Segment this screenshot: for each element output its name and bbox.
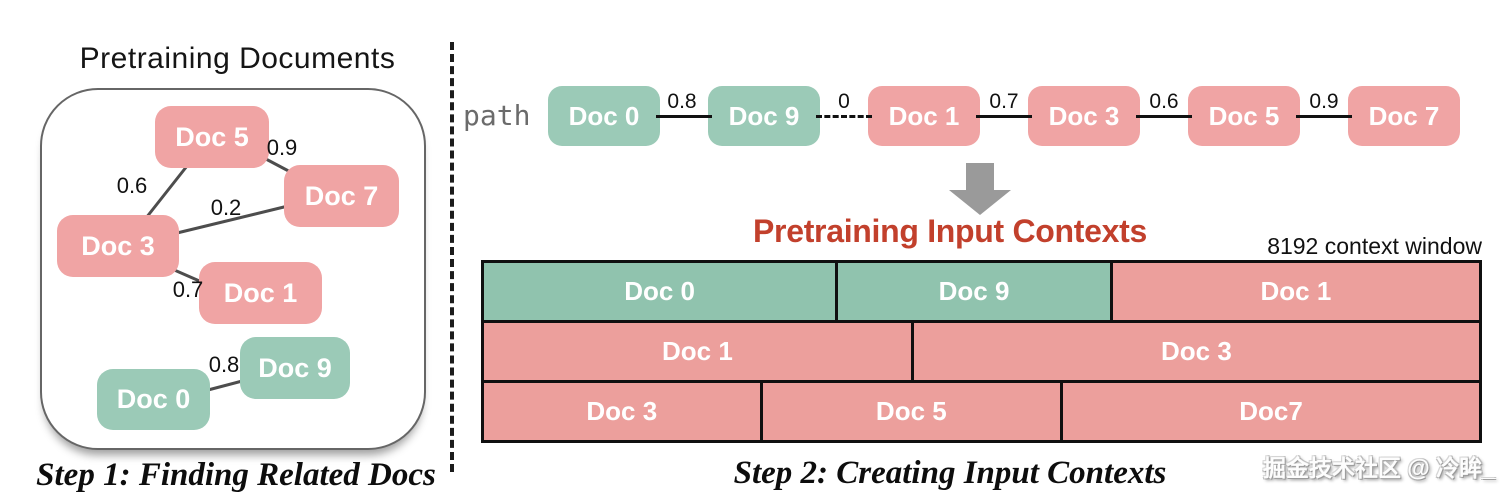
edge-weight-doc0-doc9: 0.8	[208, 352, 240, 377]
context-row-1: Doc 0 Doc 9 Doc 1	[484, 263, 1479, 323]
step2-caption: Step 2: Creating Input Contexts	[733, 455, 1167, 491]
step1-caption: Step 1: Finding Related Docs	[36, 457, 436, 493]
path-link-doc0-doc9	[656, 115, 712, 118]
path-weight-doc3-doc5: 0.6	[1149, 90, 1179, 113]
edge-weight-doc5-doc3: 0.6	[116, 173, 148, 198]
path-weight-doc1-doc3: 0.7	[989, 90, 1019, 113]
context-cell: Doc 5	[762, 383, 1064, 440]
path-node-doc0: Doc 0	[548, 86, 660, 146]
edge-weight-doc5-doc7: 0.9	[266, 135, 298, 160]
path-weight-doc0-doc9: 0.8	[667, 90, 697, 113]
graph-node-doc0: Doc 0	[97, 369, 210, 430]
context-cell: Doc 0	[484, 263, 839, 320]
path-node-doc9: Doc 9	[708, 86, 820, 146]
path-weight-doc5-doc7: 0.9	[1309, 90, 1339, 113]
context-cell: Doc 3	[913, 323, 1479, 380]
edge-weight-doc3-doc1: 0.7	[172, 277, 204, 302]
path-link-doc3-doc5	[1136, 115, 1192, 118]
pretraining-input-contexts-title: Pretraining Input Contexts	[753, 213, 1147, 249]
graph-edges	[144, 156, 300, 392]
pretraining-documents-title: Pretraining Documents	[79, 42, 396, 75]
path-label: path	[463, 99, 531, 132]
edge-weight-doc3-doc7: 0.2	[210, 195, 242, 220]
path-weight-doc9-doc1: 0	[838, 90, 850, 113]
context-window-label: 8192 context window	[1267, 233, 1482, 259]
graph-node-doc9: Doc 9	[240, 337, 350, 399]
panel-divider	[450, 42, 454, 472]
context-cell: Doc 3	[484, 383, 763, 440]
path-node-doc1: Doc 1	[868, 86, 980, 146]
graph-node-doc5: Doc 5	[155, 106, 269, 168]
input-contexts-table: Doc 0 Doc 9 Doc 1 Doc 1 Doc 3 Doc 3 Doc …	[481, 260, 1482, 443]
document-graph-container: Doc 5 Doc 7 Doc 3 Doc 1 Doc 9 Doc 0 0.6 …	[40, 88, 426, 450]
down-arrow-head	[949, 190, 1011, 215]
context-row-2: Doc 1 Doc 3	[484, 323, 1479, 383]
path-link-doc9-doc1	[816, 115, 872, 118]
path-link-doc1-doc3	[976, 115, 1032, 118]
graph-node-doc1: Doc 1	[199, 262, 322, 324]
down-arrow-icon	[966, 163, 994, 190]
graph-node-doc3: Doc 3	[57, 215, 179, 277]
context-cell: Doc7	[1063, 383, 1479, 440]
path-node-doc5: Doc 5	[1188, 86, 1300, 146]
path-node-doc7: Doc 7	[1348, 86, 1460, 146]
path-node-doc3: Doc 3	[1028, 86, 1140, 146]
graph-node-doc7: Doc 7	[284, 165, 399, 227]
watermark: 掘金技术社区 @ 冷眸_	[1263, 455, 1495, 481]
path-link-doc5-doc7	[1296, 115, 1352, 118]
context-row-3: Doc 3 Doc 5 Doc7	[484, 383, 1479, 440]
context-cell: Doc 1	[484, 323, 914, 380]
context-cell: Doc 1	[1112, 263, 1479, 320]
context-cell: Doc 9	[838, 263, 1113, 320]
